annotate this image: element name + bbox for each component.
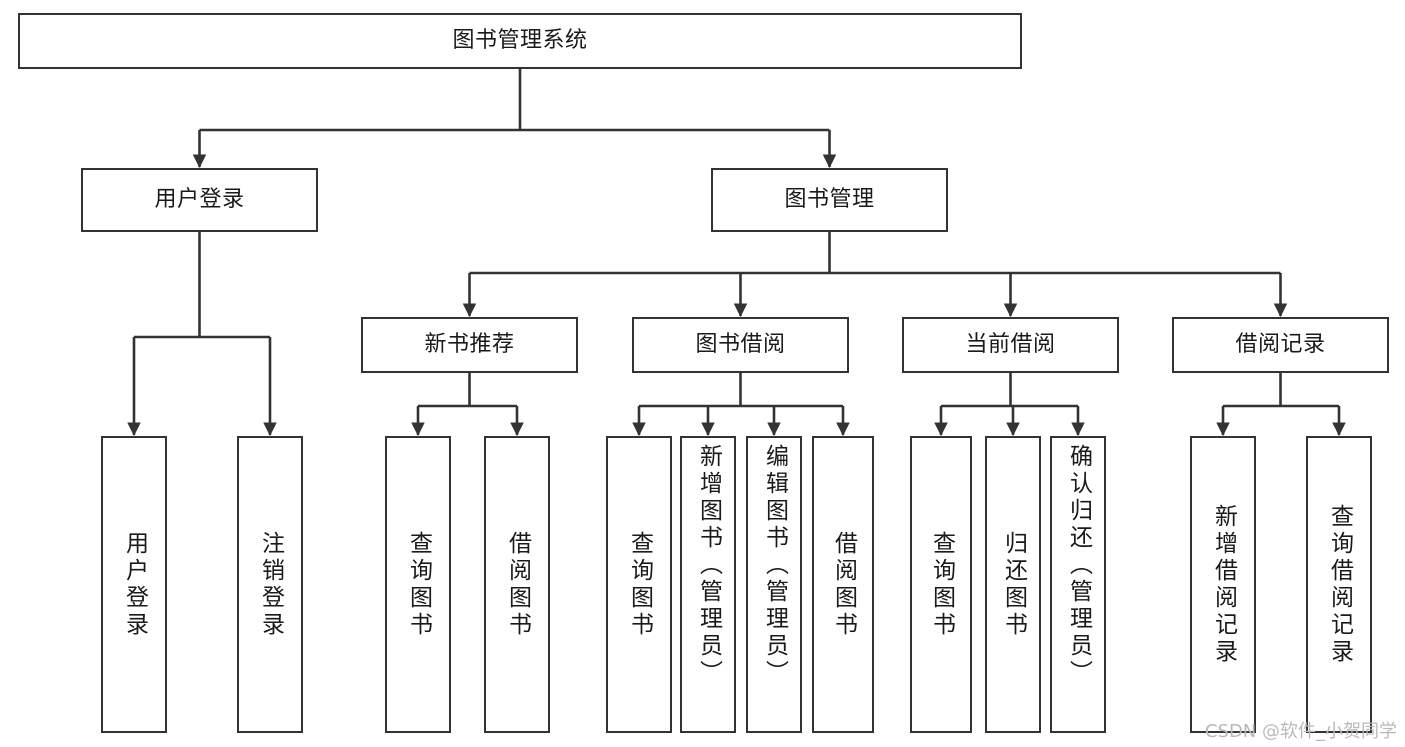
node-leaf-query-book-3[interactable]: 查询图书 [910,436,972,733]
node-new-book-rec[interactable]: 新书推荐 [361,317,578,373]
node-label: 图书管理系统 [452,27,588,53]
node-root[interactable]: 图书管理系统 [18,13,1022,69]
node-label: 新增图书（管理员） [695,444,722,687]
node-leaf-query-record[interactable]: 查询借阅记录 [1306,436,1372,733]
node-leaf-query-book-1[interactable]: 查询图书 [385,436,451,733]
node-label: 图书管理 [784,186,875,212]
node-leaf-user-login[interactable]: 用户登录 [101,436,167,733]
node-label: 注销登录 [257,530,284,639]
node-user-login[interactable]: 用户登录 [81,168,318,232]
node-label: 查询图书 [928,530,955,639]
node-label: 新书推荐 [424,331,515,357]
node-leaf-confirm-return[interactable]: 确认归还（管理员） [1050,436,1106,733]
node-current-borrow[interactable]: 当前借阅 [902,317,1119,373]
node-label: 借阅图书 [504,530,531,639]
node-label: 编辑图书（管理员） [761,444,788,687]
node-label: 当前借阅 [965,331,1056,357]
node-label: 查询借阅记录 [1326,503,1353,666]
node-label: 新增借阅记录 [1210,503,1237,666]
node-label: 查询图书 [626,530,653,639]
node-leaf-return-book[interactable]: 归还图书 [985,436,1041,733]
node-label: 图书借阅 [695,331,786,357]
node-borrow-record[interactable]: 借阅记录 [1172,317,1389,373]
node-leaf-add-book[interactable]: 新增图书（管理员） [680,436,736,733]
node-book-borrow[interactable]: 图书借阅 [632,317,849,373]
node-leaf-logout[interactable]: 注销登录 [237,436,303,733]
node-label: 借阅记录 [1235,331,1326,357]
node-leaf-borrow-book-1[interactable]: 借阅图书 [484,436,550,733]
node-leaf-query-book-2[interactable]: 查询图书 [606,436,672,733]
node-book-mgmt[interactable]: 图书管理 [711,168,948,232]
node-label: 用户登录 [154,186,245,212]
node-leaf-borrow-book-2[interactable]: 借阅图书 [812,436,874,733]
node-label: 查询图书 [405,530,432,639]
node-label: 归还图书 [1000,530,1027,639]
node-label: 借阅图书 [830,530,857,639]
node-label: 确认归还（管理员） [1065,444,1092,687]
node-leaf-edit-book[interactable]: 编辑图书（管理员） [746,436,802,733]
node-label: 用户登录 [121,530,148,639]
csdn-watermark: CSDN @软件_小贺同学 [1204,721,1397,742]
node-leaf-add-record[interactable]: 新增借阅记录 [1190,436,1256,733]
